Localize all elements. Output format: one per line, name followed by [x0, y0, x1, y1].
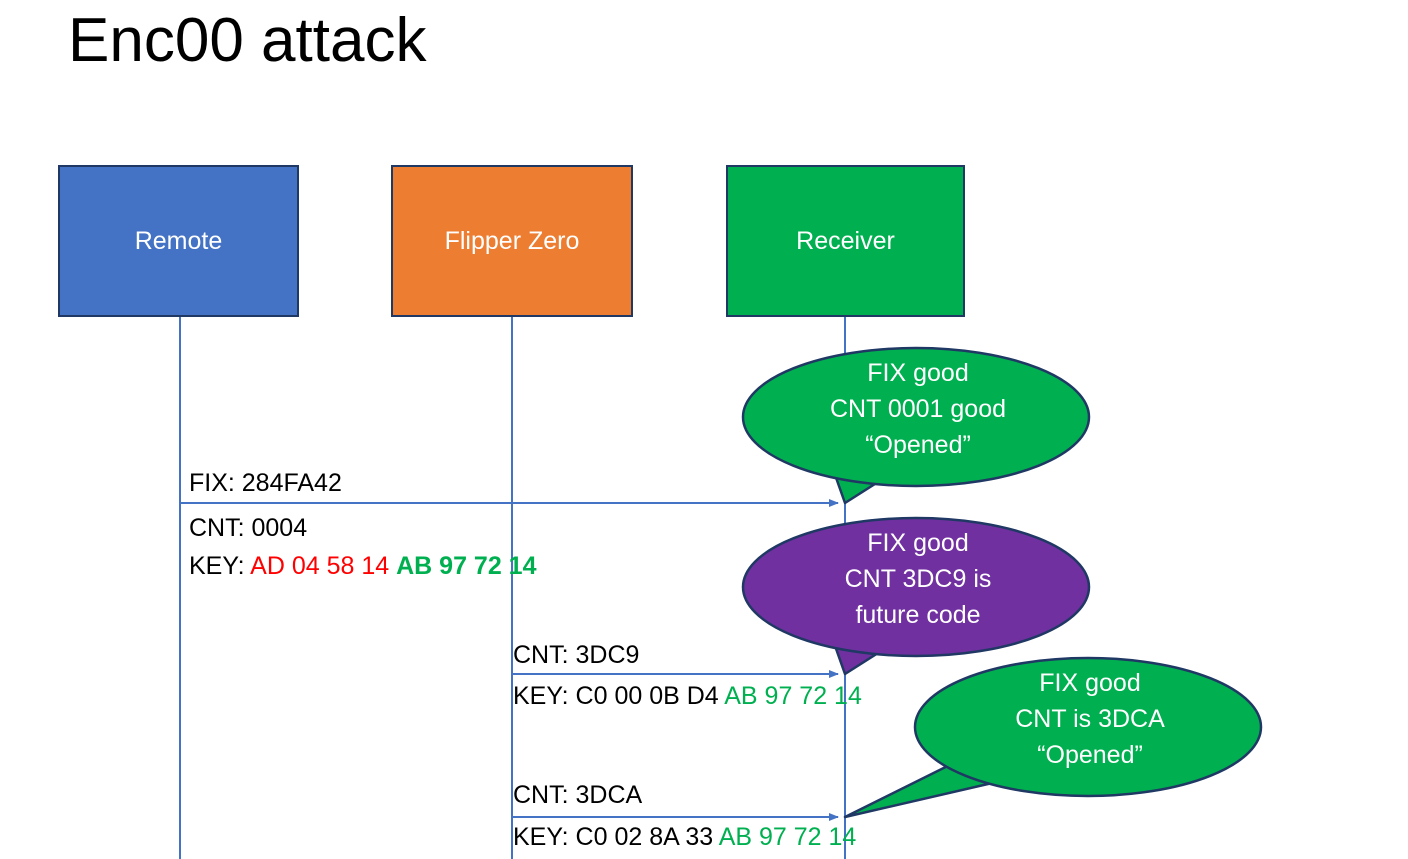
callout-bubble-3 [843, 656, 1263, 819]
message-3-key-label: KEY: C0 02 8A 33 AB 97 72 14 [513, 818, 856, 856]
actor-label-receiver: Receiver [796, 227, 895, 255]
actor-box-flipper[interactable]: Flipper Zero [391, 165, 633, 317]
callout-3-line-3: “Opened” [1037, 741, 1143, 769]
callout-2-line-3: future code [855, 601, 981, 629]
message-1-key-prefix: KEY: [189, 552, 251, 580]
message-2-key-serial: AB 97 72 14 [724, 682, 862, 710]
actor-label-flipper: Flipper Zero [444, 227, 580, 255]
actor-box-remote[interactable]: Remote [58, 165, 299, 317]
callout-2-line-1: FIX good [867, 529, 969, 557]
callout-1-line-1: FIX good [867, 359, 969, 387]
message-3-key-prefix: KEY: C0 02 8A 33 [513, 823, 719, 851]
message-1-cnt-label: CNT: 0004 [189, 514, 308, 542]
page-title: Enc00 attack [68, 6, 427, 75]
callout-bubble-3-text: FIX good CNT is 3DCA “Opened” [934, 665, 1246, 773]
message-3-cnt-label: CNT: 3DCA [513, 781, 643, 809]
message-1-key-encrypted: AD 04 58 14 [250, 552, 390, 580]
message-1-key-label: KEY: AD 04 58 14 AB 97 72 14 [189, 547, 537, 585]
actor-label-remote: Remote [134, 227, 223, 255]
callout-bubble-2 [741, 516, 1091, 676]
callout-3-line-1: FIX good [1039, 669, 1141, 697]
callout-1-line-2: CNT 0001 good [829, 395, 1007, 423]
message-1-key-serial: AB 97 72 14 [396, 552, 537, 580]
actor-box-receiver[interactable]: Receiver [726, 165, 965, 317]
message-2-key-label: KEY: C0 00 0B D4 AB 97 72 14 [513, 677, 862, 715]
callout-3-line-2: CNT is 3DCA [1015, 705, 1165, 733]
callout-bubble-1-text: FIX good CNT 0001 good “Opened” [762, 355, 1074, 463]
callout-1-line-3: “Opened” [865, 431, 971, 459]
message-2-key-prefix: KEY: C0 00 0B D4 [513, 682, 725, 710]
callout-bubble-2-text: FIX good CNT 3DC9 is future code [762, 525, 1074, 633]
message-3-key-serial: AB 97 72 14 [718, 823, 857, 851]
callout-bubble-1 [741, 346, 1091, 505]
callout-2-line-2: CNT 3DC9 is [844, 565, 992, 593]
message-2-cnt-label: CNT: 3DC9 [513, 641, 640, 669]
message-1-fix-label: FIX: 284FA42 [189, 469, 342, 497]
